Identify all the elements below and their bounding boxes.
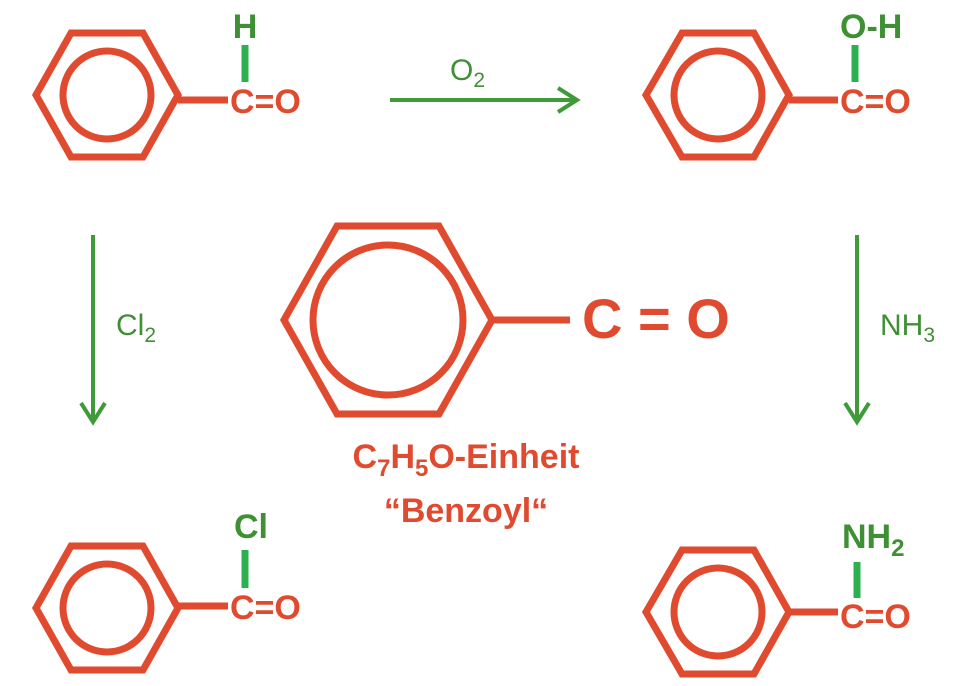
aromatic-circle [59,47,155,143]
aromatic-circle [670,47,766,143]
substituent-label: H [233,8,258,46]
substituent-label: O-H [840,8,902,46]
substituent-label: Cl [234,508,268,546]
benzoyl-chloride: Cl C=O [31,508,301,674]
carbonyl-label: C=O [840,83,911,121]
carbonyl-label: C=O [230,589,301,627]
substituent-label: NH2 [842,518,904,562]
aromatic-circle [309,241,467,399]
reagent-label: NH3 [880,309,935,347]
carbonyl-label: C=O [840,598,911,636]
benzene-ring [31,29,183,161]
chlorination-arrow: Cl2 [79,235,156,426]
name-label: “Benzoyl“ [384,492,548,530]
aromatic-circle [670,564,766,660]
benzoyl-unit: C = O C7H5O-Einheit “Benzoyl“ [279,222,730,530]
aromatic-circle [59,560,155,656]
carbonyl-label: C = O [582,287,730,350]
reagent-label: Cl2 [116,309,156,347]
benzaldehyde: H C=O [31,8,301,161]
reagent-label: O2 [450,54,485,92]
formula-label: C7H5O-Einheit [353,438,580,482]
benzene-ring [641,29,794,161]
benzamide: NH2 C=O [641,518,911,678]
benzoic-acid: O-H C=O [641,8,911,161]
carbonyl-label: C=O [230,83,301,121]
oxidation-arrow: O2 [390,54,581,114]
amination-arrow: NH3 [843,235,935,426]
